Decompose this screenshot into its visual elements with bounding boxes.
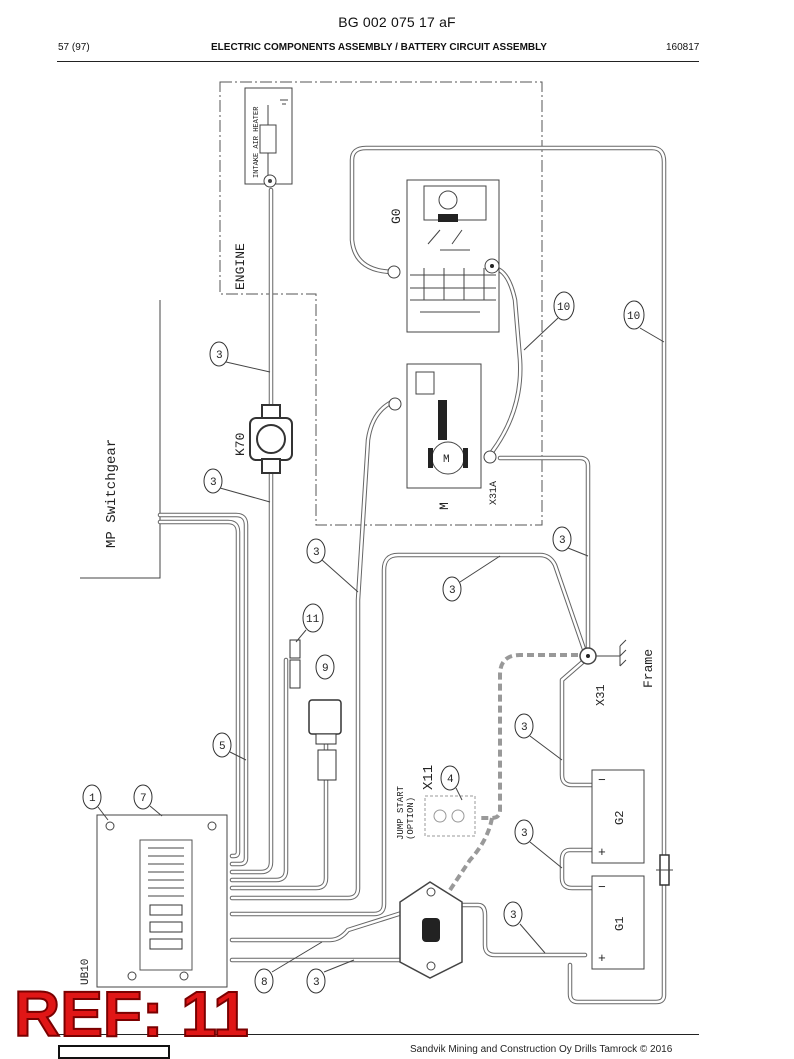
battery-g2-plus: + [598, 845, 606, 860]
svg-text:3: 3 [521, 828, 528, 840]
main-fuse-unit [399, 881, 463, 979]
callout-3-d: 3 [552, 526, 589, 557]
svg-text:1: 1 [89, 793, 96, 805]
engine-area-boundary [219, 81, 543, 526]
page-number: 57 (97) [58, 42, 90, 53]
callout-1: 1 [82, 784, 109, 821]
callout-3-i: 3 [306, 959, 355, 994]
svg-text:10: 10 [627, 311, 640, 323]
alternator-g0: G0 [387, 179, 500, 333]
callout-3-e: 3 [442, 555, 501, 602]
connector-9-part [308, 699, 342, 781]
document-date: 160817 [666, 42, 700, 53]
callout-10-b: 10 [623, 300, 665, 343]
callout-3-a: 3 [209, 341, 271, 373]
svg-text:3: 3 [313, 547, 320, 559]
battery-g1: − + G1 [591, 875, 645, 970]
starter-motor: M M X31A [388, 363, 500, 510]
svg-text:4: 4 [447, 774, 454, 786]
switchgear-label: MP Switchgear [104, 439, 120, 548]
document-id: BG 002 075 17 aF [338, 14, 456, 30]
jump-start-cable [478, 653, 578, 820]
intake-air-heater-label: INTAKE AIR HEATER [253, 106, 261, 178]
ref-stamp: REF: 11 [13, 978, 250, 1050]
svg-text:3: 3 [216, 350, 223, 362]
ground-point-x31: X31 Frame [579, 639, 656, 706]
svg-text:3: 3 [210, 477, 217, 489]
callout-3-c: 3 [306, 538, 359, 593]
callout-10-a: 10 [523, 291, 575, 351]
callout-3-g: 3 [514, 819, 563, 869]
relay-label: K70 [233, 433, 248, 456]
battery-g2: − + G2 [591, 769, 645, 864]
starter-motor-label: M [437, 502, 452, 510]
svg-text:3: 3 [313, 977, 320, 989]
callout-3-b: 3 [203, 468, 271, 503]
callout-3-h: 3 [503, 901, 546, 954]
svg-text:10: 10 [557, 302, 570, 314]
callout-3-f: 3 [514, 713, 563, 761]
callout-5: 5 [212, 732, 247, 761]
battery-g1-plus: + [598, 951, 606, 966]
callout-9: 9 [315, 654, 335, 680]
svg-text:3: 3 [510, 910, 517, 922]
jump-start-x11: X11 JUMP START (OPTION) [396, 765, 476, 840]
jump-start-cable-lower [438, 817, 494, 907]
callout-8: 8 [254, 941, 323, 994]
svg-text:5: 5 [219, 741, 226, 753]
svg-text:3: 3 [559, 535, 566, 547]
starter-motor-symbol: M [443, 454, 450, 466]
callout-bubbles: 1 7 3 3 3 3 3 3 3 3 4 5 8 9 10 10 11 3 [82, 291, 665, 994]
battery-g2-minus: − [598, 773, 606, 788]
callout-7: 7 [133, 784, 163, 817]
connector-11-part [289, 639, 301, 689]
footer-rule [57, 1034, 699, 1035]
alternator-label: G0 [389, 208, 404, 224]
svg-text:3: 3 [521, 722, 528, 734]
header-rule [57, 61, 699, 62]
intake-air-heater: INTAKE AIR HEATER [244, 87, 293, 188]
battery-g1-label: G1 [613, 917, 627, 931]
battery-g1-minus: − [598, 880, 606, 895]
jump-start-note-1: JUMP START [396, 785, 406, 840]
cabinet-ub10: UB10 [80, 814, 228, 988]
engine-area-label: ENGINE [233, 243, 248, 290]
jump-start-label: X11 [421, 765, 437, 790]
inline-fuse [656, 854, 673, 886]
starter-terminal-label: X31A [489, 481, 500, 505]
battery-g2-label: G2 [613, 811, 627, 825]
callout-4: 4 [440, 765, 463, 801]
callout-11: 11 [295, 603, 324, 643]
footer-copyright: Sandvik Mining and Construction Oy Drill… [410, 1044, 673, 1055]
svg-text:9: 9 [322, 663, 329, 675]
ground-point-label: X31 [594, 684, 608, 706]
svg-text:3: 3 [449, 585, 456, 597]
jump-start-note-2: (OPTION) [406, 797, 416, 840]
frame-label: Frame [641, 649, 656, 688]
svg-text:8: 8 [261, 977, 268, 989]
svg-text:11: 11 [306, 614, 320, 626]
relay-k70: K70 [233, 404, 293, 474]
svg-text:7: 7 [140, 793, 147, 805]
cable-harness [157, 145, 667, 1005]
cabinet-label: UB10 [80, 959, 92, 985]
page-title: ELECTRIC COMPONENTS ASSEMBLY / BATTERY C… [211, 42, 547, 53]
switchgear-boundary [80, 300, 161, 579]
